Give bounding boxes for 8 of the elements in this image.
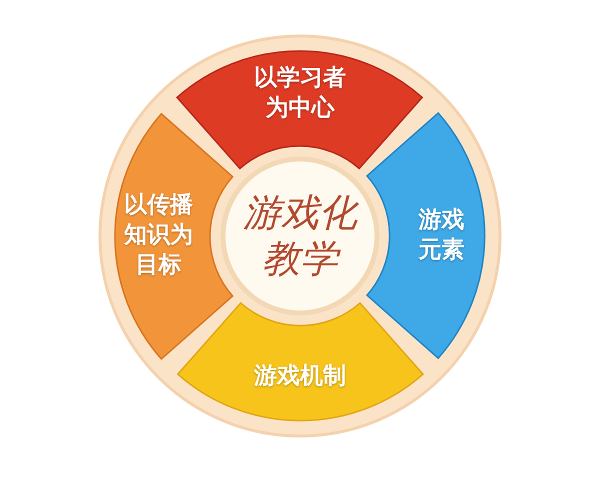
segment-label: 以学习者为中心 <box>252 64 347 124</box>
segment-label: 游戏机制 <box>252 362 347 392</box>
segment-label: 以传播知识为目标 <box>122 191 194 280</box>
center-circle <box>220 156 380 316</box>
segment-label: 游戏元素 <box>417 206 466 265</box>
ring-segment <box>178 303 423 421</box>
ring-segment <box>367 113 485 358</box>
center-title: 游戏化教学 <box>243 190 357 282</box>
